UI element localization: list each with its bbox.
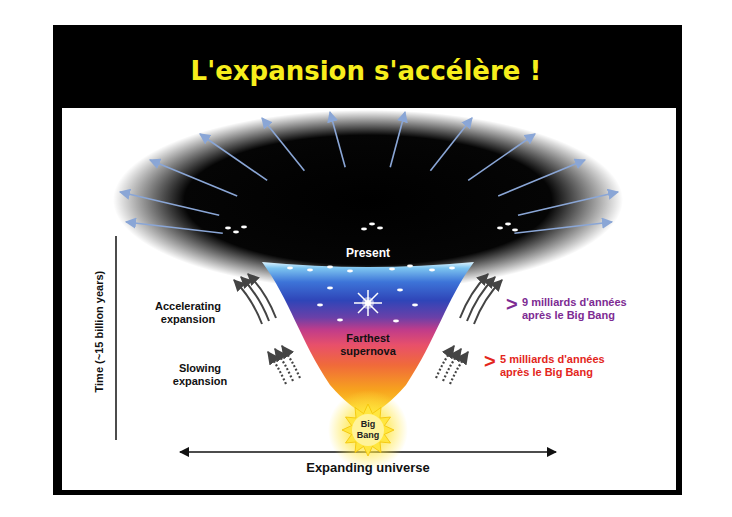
pointer-mark: > [506, 292, 518, 316]
acceleration-arrow [474, 280, 502, 324]
time-axis [115, 236, 117, 440]
expansion-arrow [262, 118, 304, 171]
acceleration-arrow [467, 277, 495, 321]
phase-label: Slowing expansion [163, 362, 238, 388]
expansion-arrow [126, 222, 223, 233]
axis-label: Expanding universe [306, 460, 430, 476]
slowing-arrow [268, 352, 286, 384]
big-bang-label: Big Bang [350, 419, 386, 441]
supernova-core [365, 300, 371, 306]
expansion-arrow [498, 160, 585, 196]
pointer-mark: > [484, 349, 496, 373]
present-universe-bowl [113, 110, 623, 290]
slowing-arrow [443, 349, 461, 381]
acceleration-arrow [248, 274, 276, 318]
axis-label: Time (~15 billion years) [93, 271, 106, 393]
slide-title: L'expansion s'accélère ! [0, 56, 732, 87]
acceleration-arrow [241, 277, 269, 321]
expansion-arrow [390, 112, 405, 167]
expansion-arrow [150, 160, 237, 196]
acceleration-arrow [460, 274, 488, 318]
slide-background [53, 25, 682, 495]
slowing-arrow [436, 346, 454, 378]
expansion-arrow [120, 192, 219, 215]
acceleration-arrow [234, 280, 262, 324]
figure-panel [62, 108, 676, 490]
expansion-arrow [330, 112, 345, 167]
expansion-arrow [518, 192, 618, 215]
supernova-star [354, 290, 382, 316]
expansion-arrow [468, 134, 535, 180]
epoch-note: 5 milliards d'années après le Big Bang [500, 353, 628, 379]
expansion-arrow [430, 118, 472, 171]
big-bang-glow [328, 390, 408, 470]
epoch-label: Present [346, 246, 390, 260]
galaxy-dots [225, 223, 518, 323]
big-bang-star [342, 404, 394, 456]
expansion-arrow [200, 134, 267, 180]
expansion-arrow [514, 222, 612, 233]
phase-label: Accelerating expansion [141, 300, 236, 326]
slowing-arrow [282, 346, 300, 378]
epoch-note: 9 milliards d'années après le Big Bang [522, 296, 650, 322]
slowing-arrow [450, 352, 468, 384]
slowing-arrow [275, 349, 293, 381]
supernova-label: Farthest supernova [332, 332, 404, 358]
